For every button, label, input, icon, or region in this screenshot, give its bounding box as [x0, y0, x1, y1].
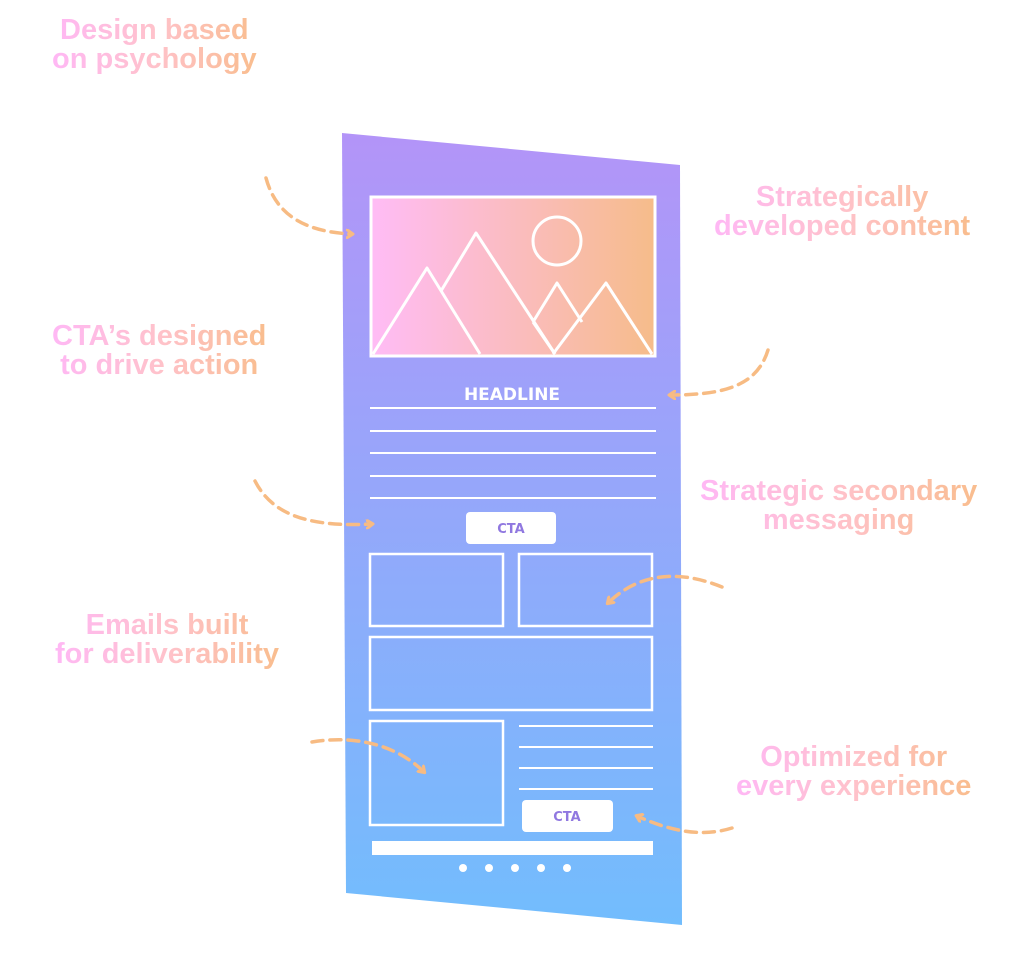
arrow-icon: [637, 816, 734, 835]
cta-label: CTA: [497, 522, 524, 537]
mountains-icon: [371, 266, 482, 355]
dot[interactable]: [485, 864, 493, 872]
content-block-wide: [368, 635, 654, 712]
side-text-lines: [519, 725, 653, 790]
sun-icon: [531, 215, 583, 267]
dot[interactable]: [459, 864, 467, 872]
arrow-icon: [253, 479, 372, 525]
body-text-lines: [370, 407, 656, 499]
mountains-icon: [531, 281, 584, 323]
footer-bar: [372, 841, 653, 855]
cta-label: CTA: [553, 810, 580, 825]
mountains-icon: [439, 231, 557, 355]
mountains-icon: [551, 281, 654, 355]
headline: HEADLINE: [464, 385, 560, 405]
dot[interactable]: [511, 864, 519, 872]
primary-cta-button[interactable]: CTA: [466, 512, 556, 544]
content-block-left: [368, 552, 505, 628]
arrow-icon: [670, 348, 770, 395]
dot[interactable]: [537, 864, 545, 872]
arrow-icon: [264, 176, 352, 234]
secondary-cta-button[interactable]: CTA: [522, 800, 613, 832]
content-block-right: [517, 552, 654, 628]
dot[interactable]: [563, 864, 571, 872]
hero-image: [369, 195, 657, 358]
pagination-dots: [459, 864, 571, 872]
image-block: [368, 719, 505, 827]
arrow-icon: [608, 574, 724, 603]
arrow-icon: [310, 738, 424, 772]
